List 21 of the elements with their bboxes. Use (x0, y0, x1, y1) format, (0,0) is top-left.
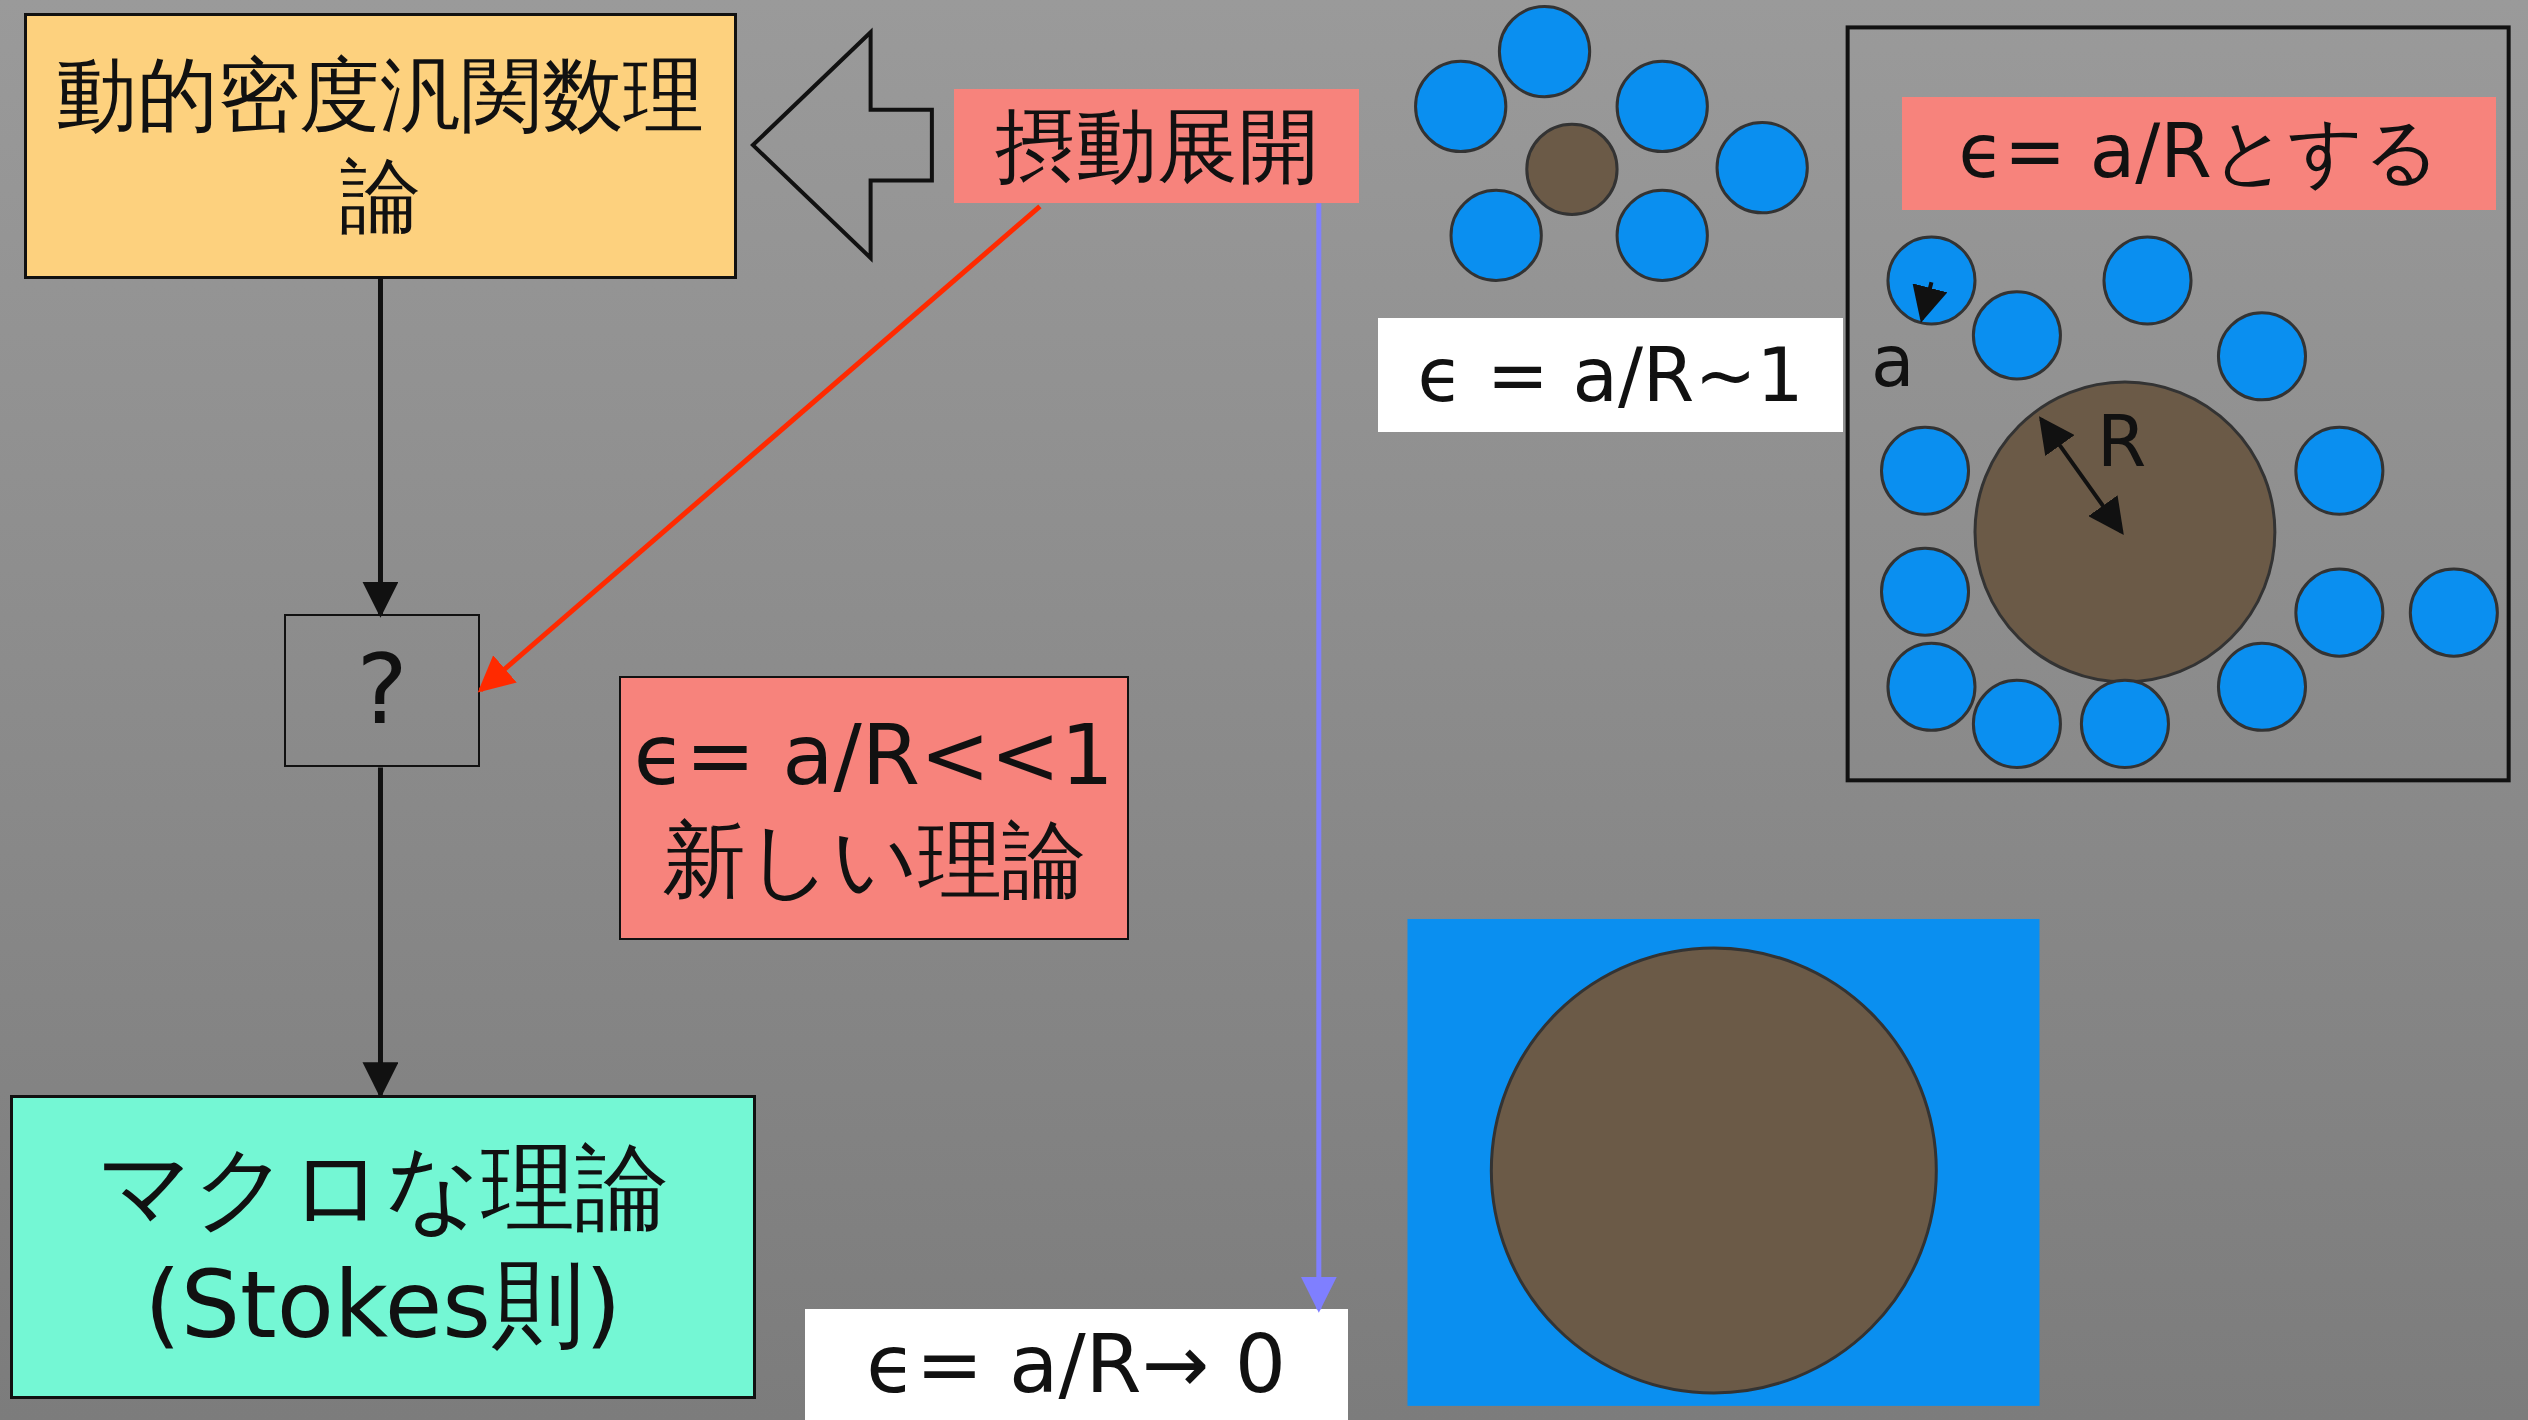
theory-box (9, 1094, 757, 1400)
theory-box (619, 675, 1129, 940)
node-text: マクロな理論(Stokes則) (95, 1132, 670, 1362)
arrow (1300, 203, 1337, 1313)
node-text: ϵ= a/R→ 0 (866, 1316, 1287, 1414)
arrow (362, 278, 399, 618)
ratio-label: ϵ= a/Rとする (1902, 96, 2496, 210)
question-box (283, 614, 481, 768)
method-label (954, 88, 1360, 204)
node-text: 摂動展開 (994, 97, 1319, 195)
node-text: ϵ= a/R<<1 (633, 704, 1114, 806)
node-text: 新しい理論 (661, 809, 1086, 911)
limit-label (804, 1309, 1348, 1420)
radius-label: R (2096, 403, 2148, 481)
title-box (24, 12, 737, 279)
ratio-label: ϵ = a/R~1 (1378, 317, 1843, 433)
question-mark: ? (356, 632, 408, 749)
radius-label: a (1870, 322, 1916, 400)
node-text: 動的密度汎関数理論 (55, 47, 706, 245)
arrow (477, 204, 1042, 693)
block-arrow (750, 27, 934, 263)
